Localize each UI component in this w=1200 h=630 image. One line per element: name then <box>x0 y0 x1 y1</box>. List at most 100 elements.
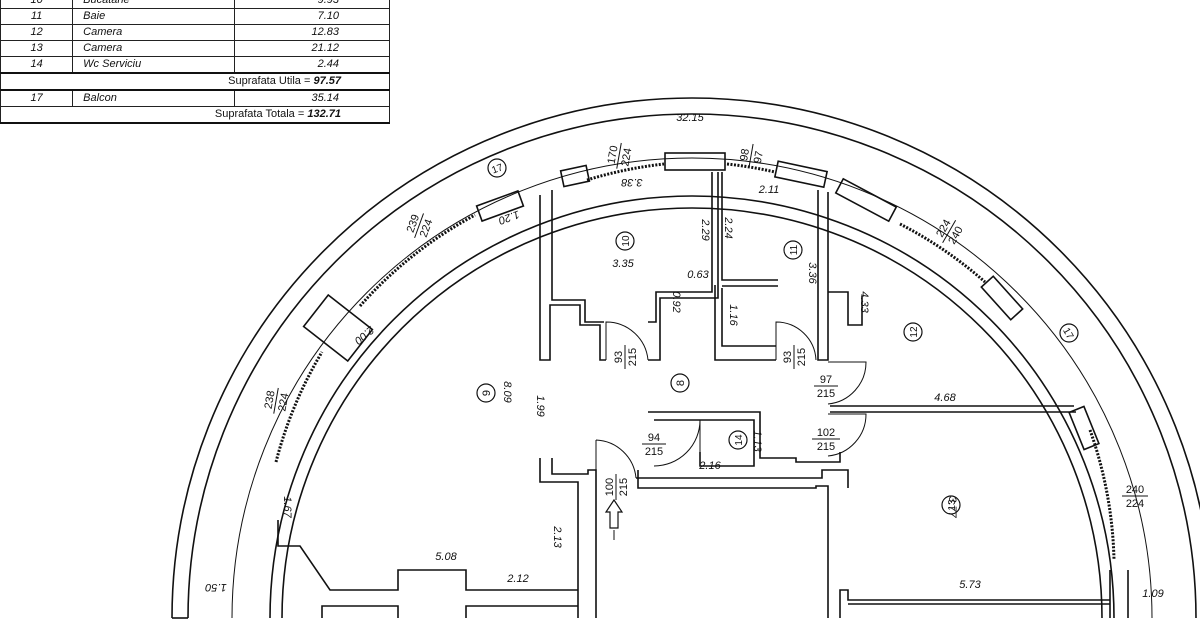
facade-pier <box>559 164 591 188</box>
svg-text:215: 215 <box>817 388 835 400</box>
window-mark: 170 224 <box>606 142 634 169</box>
svg-text:12: 12 <box>909 326 920 338</box>
room-label-14: 14 <box>728 430 748 450</box>
dim-1-16: 1.16 <box>727 304 739 326</box>
room-label-12: 12 <box>903 322 923 342</box>
useful-area-row: Suprafata Utila = 97.57 <box>0 72 390 91</box>
facade-wall-outer <box>269 195 1115 619</box>
dim-2-13: 2.13 <box>551 525 563 548</box>
room-label-8: 8 <box>670 373 690 393</box>
dim-2-16: 2.16 <box>698 460 721 472</box>
dim-2-11: 2.11 <box>758 184 780 196</box>
dim-2-12: 2.12 <box>506 573 528 585</box>
room-label-13: 13 <box>941 495 961 515</box>
dim-0-63: 0.63 <box>687 269 709 281</box>
corridor-wall <box>539 458 579 618</box>
dim-1-99: 1.99 <box>534 395 546 416</box>
dim-32-15: 32.15 <box>676 112 704 124</box>
core-wall <box>637 470 829 618</box>
bathroom-right-wall <box>817 190 829 361</box>
dimension-arc <box>231 157 1153 619</box>
wc-wall <box>648 411 841 463</box>
dim-2-24: 2.24 <box>722 216 734 238</box>
door-mark: 93 215 <box>782 345 808 369</box>
kitchen-wall-right <box>648 172 713 323</box>
door-mark: 97 215 <box>814 374 838 400</box>
useful-area-label: Suprafata Utila = <box>228 75 314 87</box>
svg-text:238: 238 <box>263 390 278 410</box>
dim-3-38: 3.38 <box>620 176 642 188</box>
svg-text:215: 215 <box>618 478 630 496</box>
window-glazing <box>1088 429 1116 561</box>
facade-wall-inner <box>281 207 1103 619</box>
total-area-label: Suprafata Totala = <box>214 108 308 120</box>
svg-text:215: 215 <box>645 446 663 458</box>
svg-text:215: 215 <box>796 348 808 366</box>
dim-1-50: 1.50 <box>204 581 226 593</box>
window-glazing <box>899 222 986 284</box>
total-area-value: 132.71 <box>307 108 341 120</box>
dim-1-09: 1.09 <box>1142 588 1163 600</box>
door-swing <box>595 439 637 479</box>
svg-text:97: 97 <box>752 150 766 164</box>
svg-text:94: 94 <box>648 432 660 444</box>
svg-text:102: 102 <box>817 427 835 439</box>
facade-pier <box>980 275 1024 321</box>
window-glazing <box>726 162 776 174</box>
dim-2-29: 2.29 <box>699 218 711 240</box>
svg-text:224: 224 <box>276 392 291 412</box>
window-mark: 98 97 <box>738 143 766 168</box>
door-mark: 94 215 <box>642 432 666 458</box>
balcony-outer-arc-inner <box>187 113 1197 619</box>
bathroom-wall <box>721 172 778 281</box>
svg-text:100: 100 <box>604 478 616 496</box>
dim-5-08: 5.08 <box>435 551 457 563</box>
svg-text:215: 215 <box>817 441 835 453</box>
dim-1-20: 1.20 <box>496 208 521 227</box>
dim-3-35: 3.35 <box>612 258 634 270</box>
room-label-17: 17 <box>487 158 507 178</box>
svg-text:8: 8 <box>675 380 687 386</box>
svg-text:224: 224 <box>619 147 634 167</box>
facade-pier <box>475 189 525 223</box>
dim-0-92: 0.92 <box>670 291 682 312</box>
svg-text:17: 17 <box>490 162 505 176</box>
door-mark: 100 215 <box>604 474 630 500</box>
svg-text:215: 215 <box>627 348 639 366</box>
svg-text:9: 9 <box>481 390 493 396</box>
window-glazing <box>358 213 476 307</box>
dim-1-13: 1.13 <box>751 430 763 452</box>
svg-text:14: 14 <box>734 434 745 446</box>
window-mark: 239 224 <box>405 213 436 239</box>
svg-text:93: 93 <box>613 351 625 363</box>
total-area-row: Suprafata Totala = 132.71 <box>0 106 390 124</box>
svg-text:93: 93 <box>782 351 794 363</box>
svg-text:98: 98 <box>738 148 752 162</box>
svg-text:240: 240 <box>1126 484 1144 496</box>
facade-pier <box>1068 405 1100 451</box>
svg-text:11: 11 <box>789 244 800 255</box>
room-label-10: 10 <box>615 231 635 251</box>
balcony-outer-arc <box>171 97 1200 619</box>
svg-text:97: 97 <box>820 374 832 386</box>
dim-8-09: 8.09 <box>501 381 513 402</box>
facade-pier <box>773 160 829 189</box>
room-label-9: 9 <box>476 383 496 403</box>
door-swing <box>827 361 867 405</box>
dim-4-33: 4.33 <box>858 291 870 313</box>
facade-pier <box>302 293 374 363</box>
room-label-11: 11 <box>783 240 803 260</box>
window-glazing <box>274 351 324 463</box>
svg-text:224: 224 <box>1126 498 1144 510</box>
entrance-arrow-icon <box>604 498 624 529</box>
dim-3-36: 3.36 <box>806 262 818 284</box>
dim-2-00: 2.00 <box>351 323 377 347</box>
door-mark: 102 215 <box>812 427 840 453</box>
svg-text:170: 170 <box>606 145 621 165</box>
dim-3-77: 3.77 <box>946 496 958 518</box>
